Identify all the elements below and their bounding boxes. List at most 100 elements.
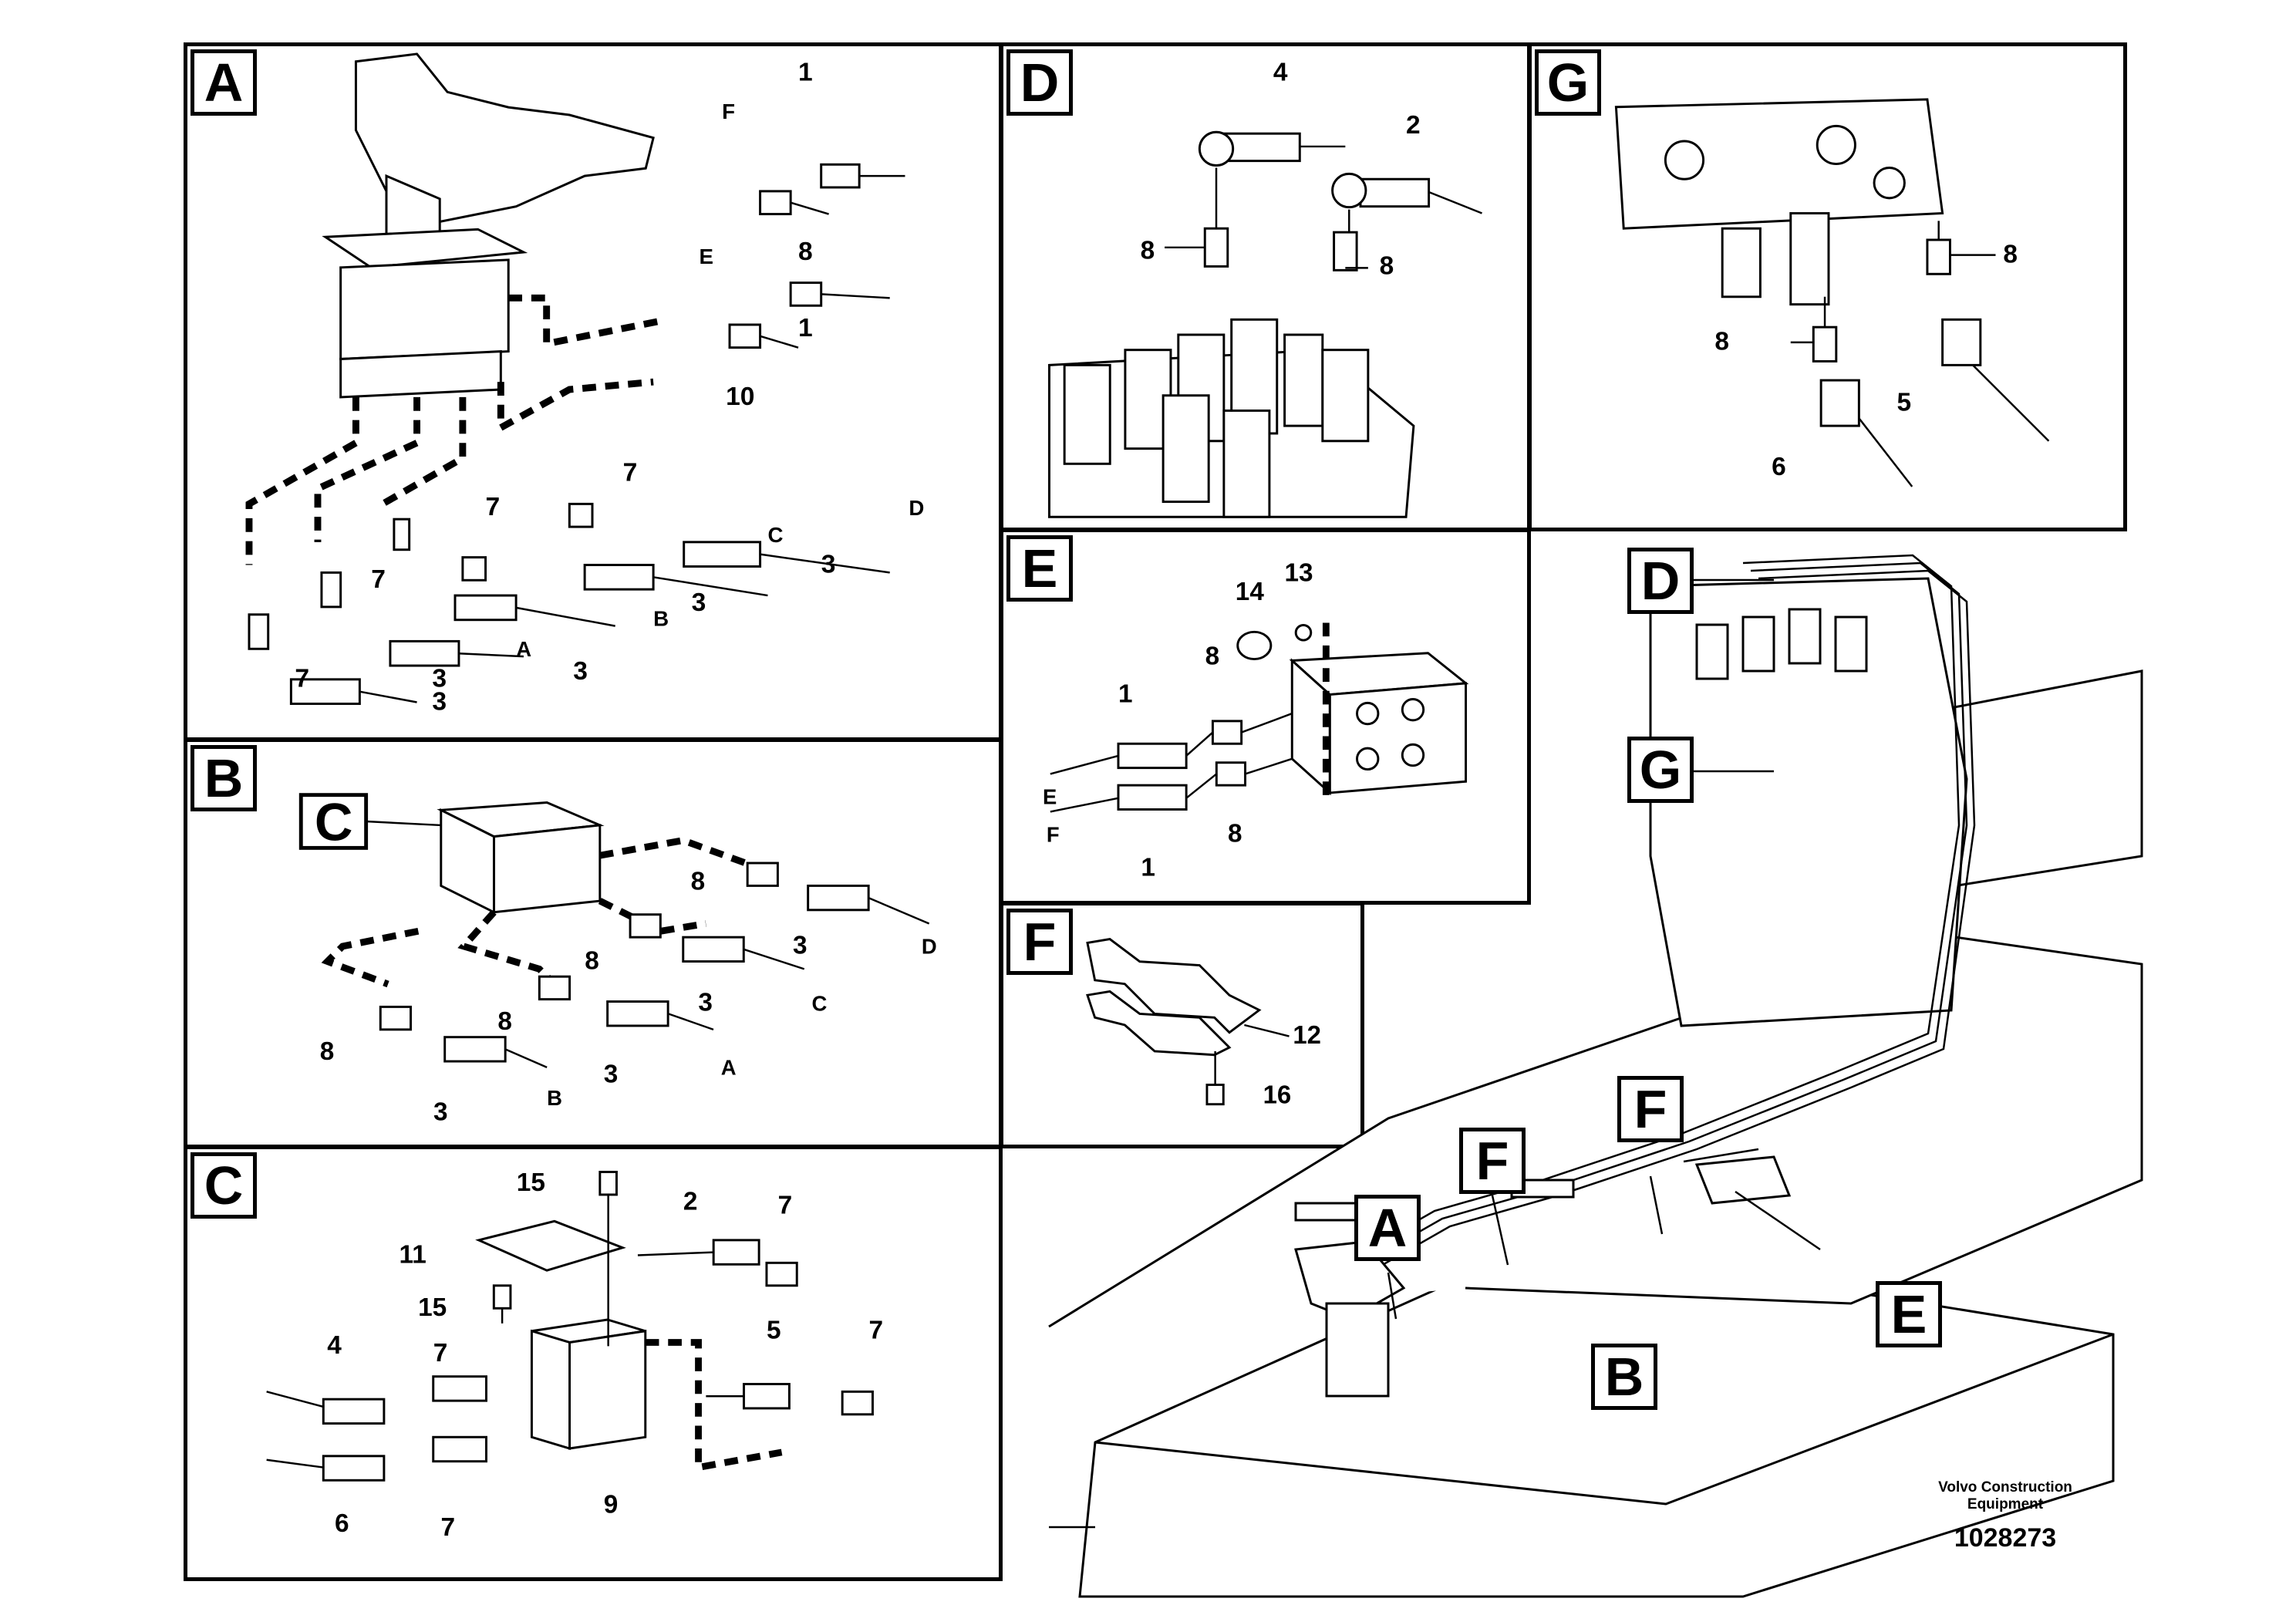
callout: 3 (432, 665, 447, 693)
brand-line-2: Equipment (1967, 1496, 2044, 1512)
panel-d: D 4 2 8 8 (1000, 42, 1531, 531)
callout: 7 (441, 1513, 456, 1542)
hose-fittings-b (379, 862, 870, 1063)
callout: B (653, 607, 669, 631)
brackets-overview-f (1294, 1179, 1575, 1222)
callout: 7 (778, 1191, 793, 1219)
overview-tag-e: E (1876, 1281, 1942, 1347)
panel-b-drawing: C 8 3 D 8 3 C 8 3 A 8 3 B (298, 793, 937, 1127)
fittings-e (1117, 624, 1313, 811)
callout: 3 (793, 932, 807, 960)
callout: 13 (1284, 559, 1313, 588)
callout: 4 (1273, 58, 1288, 86)
callout: 7 (295, 665, 309, 693)
panel-f-drawing: 12 16 (1086, 938, 1321, 1109)
callout: 8 (320, 1037, 335, 1066)
callout: 3 (698, 988, 713, 1017)
callout: 2 (1406, 111, 1421, 140)
callout: 7 (869, 1317, 884, 1345)
overview-drawing (1048, 554, 2143, 1598)
callout: 12 (1293, 1020, 1321, 1049)
upper-frame (1048, 669, 2143, 1598)
callout: C (812, 991, 828, 1015)
overview-tag-g: G (1627, 737, 1694, 803)
callout: 8 (1141, 237, 1155, 265)
drawing-number: 1028273 (1954, 1523, 2057, 1553)
panel-tag-d: D (1006, 49, 1073, 116)
overview-tag-a: A (1354, 1195, 1421, 1261)
callout: 7 (623, 459, 638, 487)
callout: 8 (798, 238, 813, 266)
callout: 6 (335, 1509, 349, 1538)
bolts-c (492, 1170, 618, 1310)
valve-block-g (1614, 98, 1944, 306)
bracket-12 (1086, 938, 1262, 1057)
callout: 8 (691, 867, 706, 895)
callout: 15 (418, 1293, 447, 1322)
callout: 9 (604, 1491, 619, 1519)
panel-e: E 14 13 8 1 E F 8 1 (1000, 528, 1531, 905)
panel-tag-g: G (1535, 49, 1601, 116)
callout: D (922, 935, 937, 959)
callout: 3 (692, 588, 706, 617)
panel-d-drawing: 4 2 8 8 (1048, 58, 1482, 518)
callout: 8 (585, 946, 599, 975)
callout: 8 (1228, 820, 1242, 848)
callout: B (547, 1086, 562, 1110)
overview-tag-f-right: F (1617, 1076, 1684, 1142)
callout: 7 (433, 1339, 448, 1367)
block-overview-e (1694, 1155, 1792, 1205)
hose-fittings-d (1198, 130, 1431, 271)
callout: 10 (726, 383, 754, 411)
callout: 3 (432, 687, 447, 716)
panel-c-drawing: 15 2 7 11 15 4 7 5 7 6 7 9 (266, 1168, 884, 1542)
overview-tag-d: D (1627, 548, 1694, 614)
callout: 11 (400, 1240, 426, 1269)
callout: 6 (1772, 453, 1786, 481)
panel-c: C 15 2 7 11 15 4 7 5 7 6 7 9 (184, 1145, 1003, 1581)
foot-pedal-control-valve (322, 52, 655, 399)
callout: F (1047, 823, 1060, 847)
panel-tag-c: C (190, 1152, 257, 1219)
manifold-block (1289, 652, 1469, 796)
callout: C (315, 793, 353, 852)
callout: C (767, 523, 783, 547)
control-valve-overview (1649, 577, 1968, 1027)
machine-overview (1003, 532, 2143, 1622)
mounting-plate (475, 1219, 626, 1272)
callout: 16 (1263, 1081, 1292, 1109)
control-valve-bank (1048, 318, 1415, 518)
panel-a: A 1 F 8 E 1 10 7 D 7 (184, 42, 1003, 741)
callout: 3 (604, 1061, 619, 1089)
callout: 8 (497, 1007, 512, 1036)
callout: 8 (1380, 251, 1394, 280)
panel-tag-b: B (190, 745, 257, 811)
panel-tag-f: F (1006, 909, 1073, 975)
callout: 4 (327, 1331, 342, 1360)
callout: 8 (2003, 241, 2018, 269)
callout: 5 (767, 1317, 781, 1345)
overview-tag-f-left: F (1459, 1128, 1526, 1194)
panel-a-drawing: 1 F 8 E 1 10 7 D 7 C 3 3 7 B 3 A 7 3 3 (245, 52, 924, 716)
hose-fittings-a (248, 163, 861, 705)
callout: 3 (573, 657, 588, 686)
callout: 7 (371, 565, 386, 594)
overview-tag-b: B (1591, 1344, 1657, 1410)
brand-caption: Volvo Construction Equipment (1890, 1479, 2121, 1513)
callout: 1 (1118, 679, 1133, 708)
callout: 8 (1714, 328, 1729, 356)
callout: 7 (486, 493, 501, 521)
panel-tag-e: E (1006, 535, 1073, 602)
callout: 2 (683, 1188, 698, 1216)
pedal-overview (1294, 1240, 1406, 1398)
callout: E (1043, 785, 1057, 809)
brand-line-1: Volvo Construction (1938, 1479, 2072, 1496)
hose-fittings-c (322, 1239, 874, 1482)
callout: E (699, 244, 713, 268)
callout: F (722, 99, 735, 123)
callout: D (909, 496, 924, 520)
callout: 5 (1897, 388, 1912, 416)
hose-fittings-g (1812, 238, 1982, 427)
callout: 15 (517, 1168, 545, 1197)
